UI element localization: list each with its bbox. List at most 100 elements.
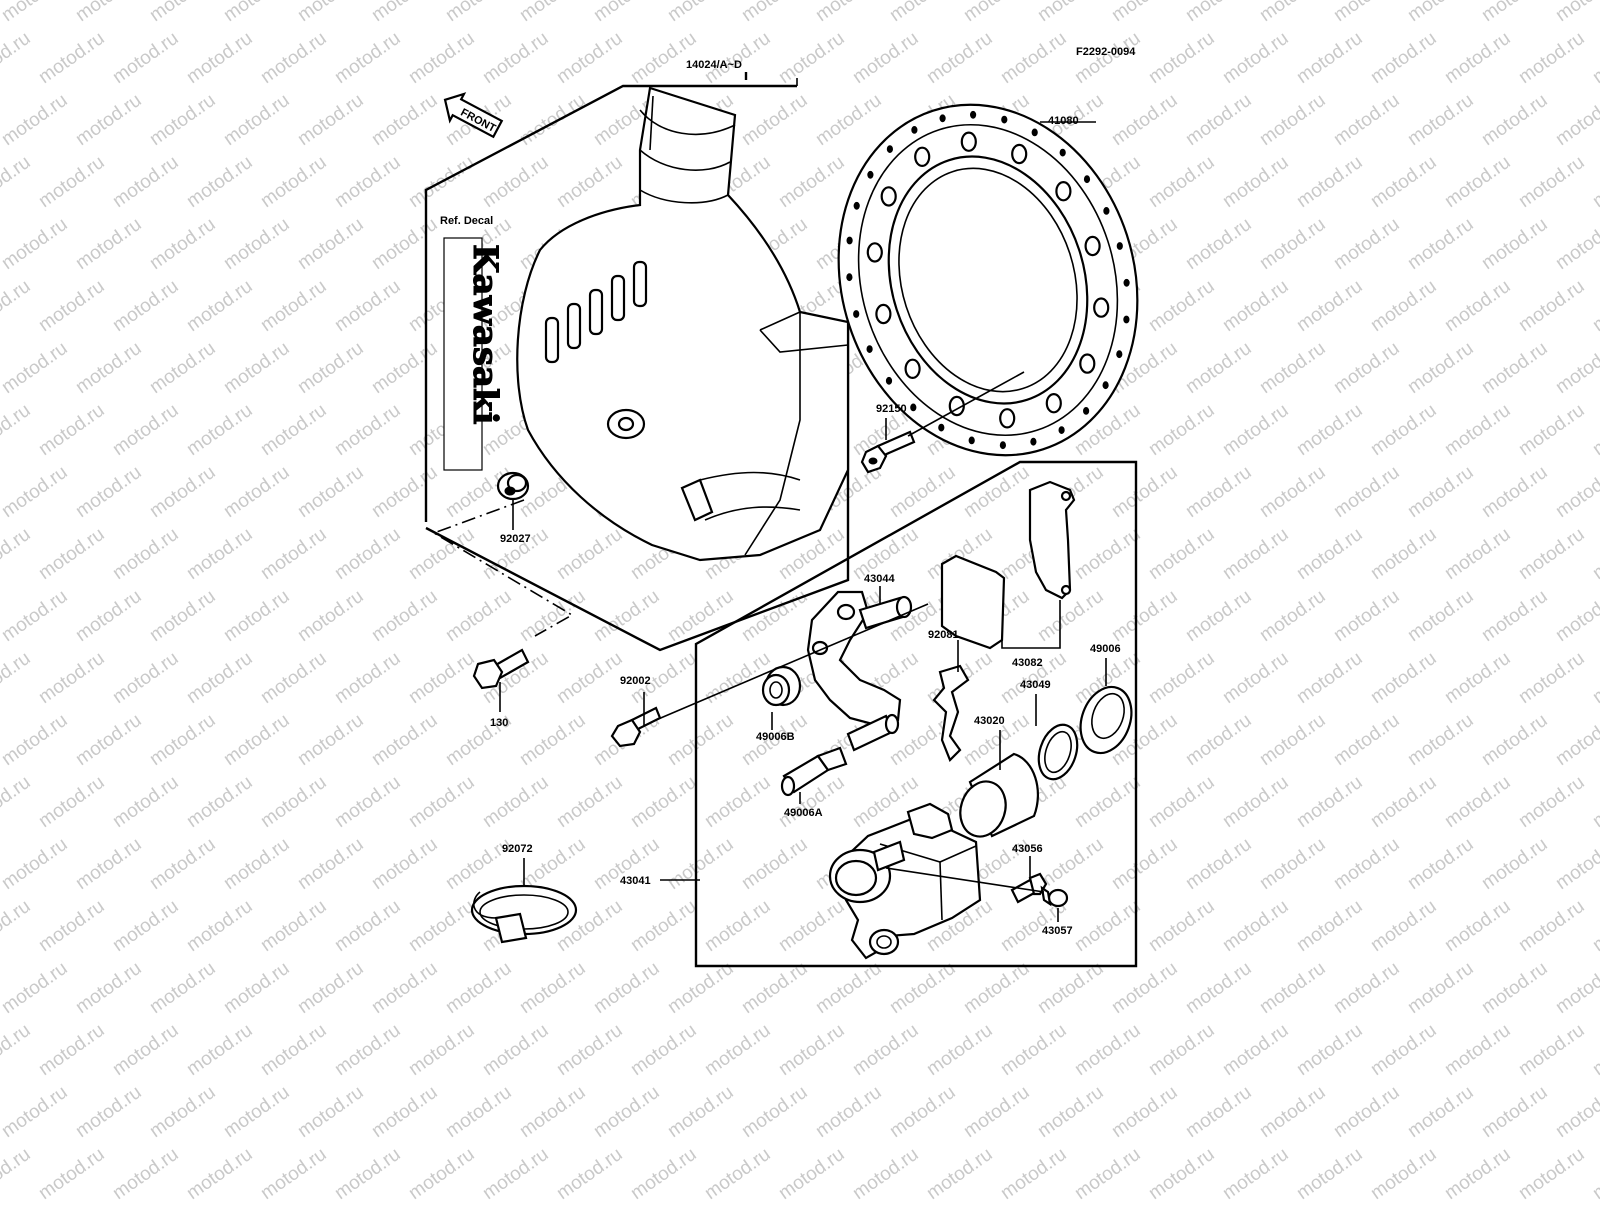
watermark-text: motod.ru [1589, 896, 1600, 956]
watermark-text: motod.ru [72, 834, 145, 894]
watermark-text: motod.ru [0, 710, 71, 770]
watermark-text: motod.ru [997, 28, 1070, 88]
watermark-text: motod.ru [146, 0, 219, 26]
disc-hole [1031, 128, 1038, 137]
watermark-text: motod.ru [405, 648, 478, 708]
watermark-text: motod.ru [0, 338, 71, 398]
watermark-text: motod.ru [1478, 1082, 1551, 1142]
watermark-text: motod.ru [701, 28, 774, 88]
watermark-text: motod.ru [1367, 1020, 1440, 1080]
watermark-text: motod.ru [627, 896, 700, 956]
watermark-text: motod.ru [146, 338, 219, 398]
watermark-text: motod.ru [368, 214, 441, 274]
watermark-text: motod.ru [220, 1082, 293, 1142]
watermark-text: motod.ru [1219, 524, 1292, 584]
watermark-text: motod.ru [183, 524, 256, 584]
watermark-text: motod.ru [257, 772, 330, 832]
watermark-text: motod.ru [1552, 462, 1600, 522]
piston-43020 [959, 752, 1039, 838]
watermark-text: motod.ru [1515, 152, 1588, 212]
watermark-text: motod.ru [1552, 1082, 1600, 1142]
caliper-body-43041 [828, 802, 982, 960]
watermark-text: motod.ru [1145, 152, 1218, 212]
watermark-text: motod.ru [479, 772, 552, 832]
label-43082: 43082 [1012, 657, 1043, 669]
watermark-text: motod.ru [220, 586, 293, 646]
watermark-text: motod.ru [368, 0, 441, 26]
watermark-text: motod.ru [553, 152, 626, 212]
watermark-text: motod.ru [257, 1020, 330, 1080]
watermark-text: motod.ru [997, 1144, 1070, 1200]
watermark-text: motod.ru [0, 400, 34, 460]
watermark-text: motod.ru [0, 586, 71, 646]
watermark-text: motod.ru [590, 1082, 663, 1142]
disc-hole [866, 242, 883, 263]
watermark-text: motod.ru [109, 1020, 182, 1080]
watermark-text: motod.ru [664, 710, 737, 770]
watermark-text: motod.ru [1330, 0, 1403, 26]
watermark-text: motod.ru [627, 28, 700, 88]
watermark-text: motod.ru [72, 338, 145, 398]
watermark-text: motod.ru [35, 896, 108, 956]
watermark-text: motod.ru [442, 0, 515, 26]
watermark-text: motod.ru [72, 214, 145, 274]
watermark-text: motod.ru [1256, 710, 1329, 770]
watermark-text: motod.ru [1034, 1082, 1107, 1142]
watermark-text: motod.ru [886, 462, 959, 522]
watermark-text: motod.ru [1182, 338, 1255, 398]
disc-hole [866, 345, 873, 354]
disc-hole [853, 201, 860, 210]
label-43020: 43020 [974, 715, 1005, 727]
watermark-text: motod.ru [1182, 1082, 1255, 1142]
disc-hole [846, 236, 853, 245]
watermark-text: motod.ru [0, 152, 34, 212]
leader-lines [499, 121, 1107, 922]
watermark-text: motod.ru [1108, 0, 1181, 26]
watermark-text: motod.ru [1552, 0, 1600, 26]
watermark-text: motod.ru [331, 648, 404, 708]
watermark-text: motod.ru [1404, 90, 1477, 150]
watermark-text: motod.ru [1293, 1144, 1366, 1200]
watermark-text: motod.ru [479, 152, 552, 212]
watermark-text: motod.ru [1071, 524, 1144, 584]
watermark-text: motod.ru [1552, 338, 1600, 398]
watermark-text: motod.ru [1182, 834, 1255, 894]
watermark-text: motod.ru [405, 896, 478, 956]
watermark-text: motod.ru [960, 462, 1033, 522]
watermark-text: motod.ru [220, 462, 293, 522]
watermark-text: motod.ru [331, 772, 404, 832]
decal: Kawasaki [443, 237, 506, 471]
watermark-text: motod.ru [1589, 1020, 1600, 1080]
watermark-text: motod.ru [331, 400, 404, 460]
watermark-text: motod.ru [331, 28, 404, 88]
watermark-text: motod.ru [516, 1082, 589, 1142]
bolt-92150 [860, 430, 916, 474]
watermark-text: motod.ru [1145, 1020, 1218, 1080]
watermark-text: motod.ru [627, 1020, 700, 1080]
watermark-text: motod.ru [368, 338, 441, 398]
watermark-text: motod.ru [294, 90, 367, 150]
watermark-text: motod.ru [553, 772, 626, 832]
watermark-text: motod.ru [1589, 400, 1600, 460]
brake-disc-41080 [837, 103, 1139, 457]
watermark-text: motod.ru [1145, 772, 1218, 832]
watermark-text: motod.ru [331, 896, 404, 956]
watermark-text: motod.ru [442, 586, 515, 646]
brake-cover-14024 [516, 86, 850, 562]
disc-hole [911, 125, 918, 134]
brake-pads-43082 [940, 480, 1076, 650]
watermark-text: motod.ru [1478, 586, 1551, 646]
watermark-text: motod.ru [1108, 1082, 1181, 1142]
watermark-text: motod.ru [1145, 276, 1218, 336]
watermark-text: motod.ru [1219, 772, 1292, 832]
label-43057: 43057 [1042, 925, 1073, 937]
watermark-text: motod.ru [960, 1082, 1033, 1142]
watermark-text: motod.ru [109, 772, 182, 832]
watermark-text: motod.ru [0, 834, 71, 894]
watermark-text: motod.ru [1145, 400, 1218, 460]
watermark-text: motod.ru [1293, 152, 1366, 212]
watermark-text: motod.ru [1071, 1020, 1144, 1080]
watermark-text: motod.ru [479, 28, 552, 88]
watermark-text: motod.ru [849, 1020, 922, 1080]
watermark-text: motod.ru [1589, 772, 1600, 832]
